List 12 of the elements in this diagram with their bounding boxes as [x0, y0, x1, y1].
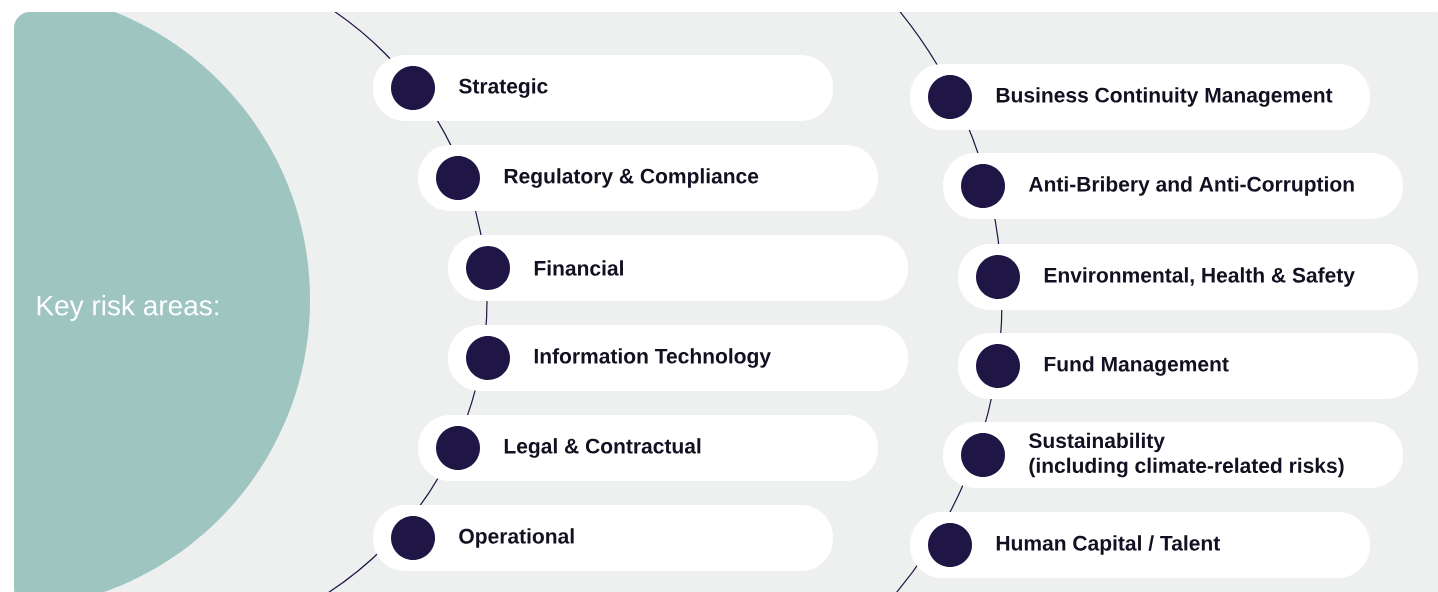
risk-pill: Environmental, Health & Safety	[958, 244, 1418, 310]
risk-pill: Anti-Bribery and Anti-Corruption	[943, 153, 1403, 219]
risk-pill: Regulatory & Compliance	[418, 145, 878, 211]
risk-pill: Human Capital / Talent	[910, 512, 1370, 578]
risk-pill: Operational	[373, 505, 833, 571]
risk-pill: Financial	[448, 235, 908, 301]
risk-pill: Sustainability (including climate-related risks)	[943, 422, 1403, 488]
risk-pill: Legal & Contractual	[418, 415, 878, 481]
risk-pill: Business Continuity Management	[910, 64, 1370, 130]
risk-pill: Fund Management	[958, 333, 1418, 399]
risk-pill: Information Technology	[448, 325, 908, 391]
risk-pill: Strategic	[373, 55, 833, 121]
